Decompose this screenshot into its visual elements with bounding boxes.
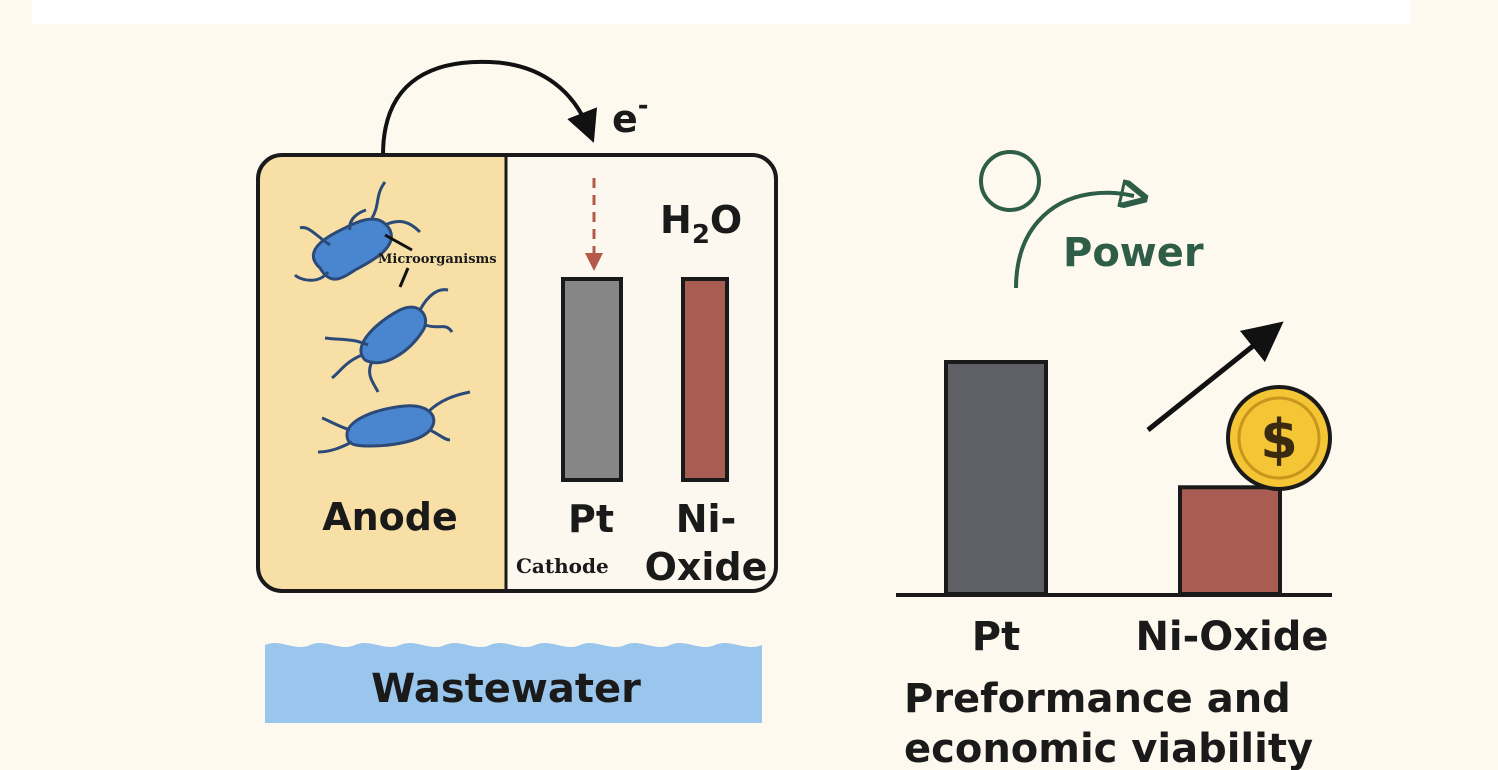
- top-strip: [32, 0, 1410, 24]
- electron-flow-arrow: [381, 59, 598, 156]
- bacterium-3: [317, 390, 471, 454]
- pt-electrode: [561, 277, 623, 482]
- cell-outline: [256, 153, 778, 593]
- electron-label: e-: [612, 91, 649, 141]
- nioxide-electrode-label-2: Oxide: [645, 545, 768, 589]
- caption-line-1: Preformance and: [904, 676, 1291, 722]
- bacterium-1: [293, 181, 422, 282]
- wastewater-pool: [265, 642, 762, 723]
- category-label-nioxide: Ni-Oxide: [1135, 614, 1328, 660]
- anode-label: Anode: [322, 495, 458, 539]
- dollar-coin-icon: $: [1226, 385, 1332, 491]
- category-label-pt: Pt: [972, 614, 1020, 660]
- wastewater-label: Wastewater: [371, 666, 641, 712]
- cathode-label: Cathode: [516, 554, 609, 578]
- power-circle-icon: [979, 150, 1041, 212]
- power-label: Power: [1063, 230, 1204, 276]
- bacterium-2: [324, 288, 454, 393]
- microorganisms-label: Microorganisms: [378, 252, 497, 267]
- bar-pt: [944, 360, 1048, 596]
- bar-nioxide: [1178, 485, 1282, 596]
- nioxide-electrode-label-1: Ni-: [676, 497, 737, 541]
- trend-arrow: [1146, 321, 1284, 432]
- comparison-bars: [944, 360, 1282, 596]
- nioxide-electrode: [681, 277, 729, 482]
- caption-line-2: economic viability: [904, 726, 1313, 770]
- pt-electrode-label: Pt: [568, 497, 614, 541]
- svg-text:$: $: [1260, 408, 1298, 471]
- power-curve-arrow: [1014, 193, 1134, 289]
- water-label: H2O: [660, 198, 742, 250]
